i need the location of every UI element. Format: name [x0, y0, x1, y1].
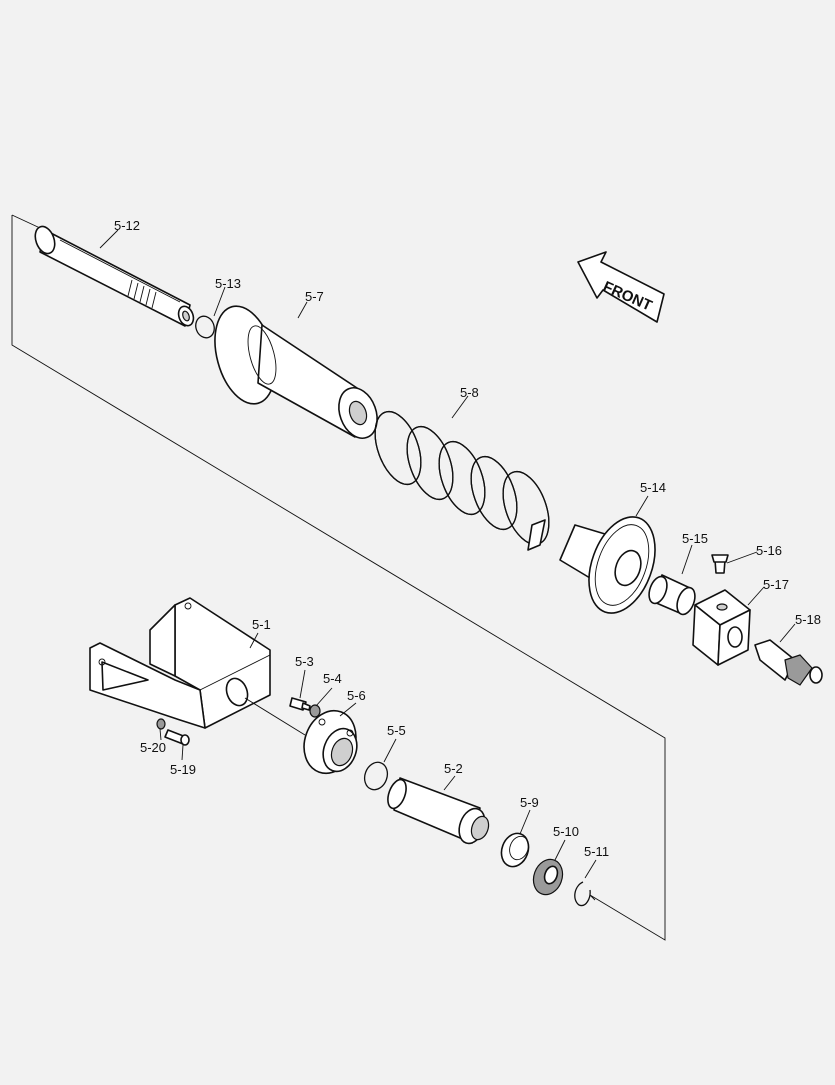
leader-lines — [99, 229, 796, 901]
assembly-frame — [11, 214, 666, 941]
label-5-12: 5-12 — [114, 218, 140, 233]
label-5-15: 5-15 — [682, 531, 708, 546]
callout-labels: 5-12 5-13 5-7 5-8 5-14 5-15 5-16 5-17 5-… — [114, 218, 821, 859]
part-5-10-nut — [532, 858, 564, 896]
label-5-19: 5-19 — [170, 762, 196, 777]
part-5-14-spring-seat — [559, 516, 656, 614]
label-5-10: 5-10 — [553, 824, 579, 839]
part-5-9-bushing — [500, 832, 530, 868]
front-arrow-icon: FRONT — [577, 251, 665, 323]
part-5-6-flange — [303, 709, 358, 775]
part-5-11-snap-ring — [574, 881, 591, 907]
label-5-4: 5-4 — [323, 671, 342, 686]
label-5-7: 5-7 — [305, 289, 324, 304]
label-5-14: 5-14 — [640, 480, 666, 495]
part-5-5-o-ring — [363, 761, 389, 791]
part-5-7-cylinder — [214, 305, 378, 439]
part-5-20-washer — [156, 718, 166, 730]
part-5-16-fitting — [711, 554, 729, 574]
part-5-17-block — [692, 589, 751, 666]
part-5-2-sleeve — [387, 777, 490, 845]
label-5-9: 5-9 — [520, 795, 539, 810]
part-5-12-pin — [34, 225, 195, 327]
part-5-4-washer — [309, 704, 321, 718]
label-5-11: 5-11 — [584, 844, 609, 859]
label-5-16: 5-16 — [756, 543, 782, 558]
part-5-19-bolt — [164, 729, 190, 746]
part-5-1-bracket — [89, 597, 271, 729]
part-5-15-bushing — [648, 574, 696, 616]
label-5-17: 5-17 — [763, 577, 789, 592]
part-5-3-bolt — [289, 697, 311, 711]
label-5-2: 5-2 — [444, 761, 463, 776]
label-5-18: 5-18 — [795, 612, 821, 627]
label-5-20: 5-20 — [140, 740, 166, 755]
part-5-8-spring — [374, 410, 550, 551]
label-5-1: 5-1 — [252, 617, 271, 632]
label-5-3: 5-3 — [295, 654, 314, 669]
label-5-13: 5-13 — [215, 276, 241, 291]
part-5-13-o-ring — [195, 315, 215, 339]
label-5-5: 5-5 — [387, 723, 406, 738]
label-5-8: 5-8 — [460, 385, 479, 400]
part-5-18-grease-fitting — [754, 639, 823, 686]
label-5-6: 5-6 — [347, 688, 366, 703]
